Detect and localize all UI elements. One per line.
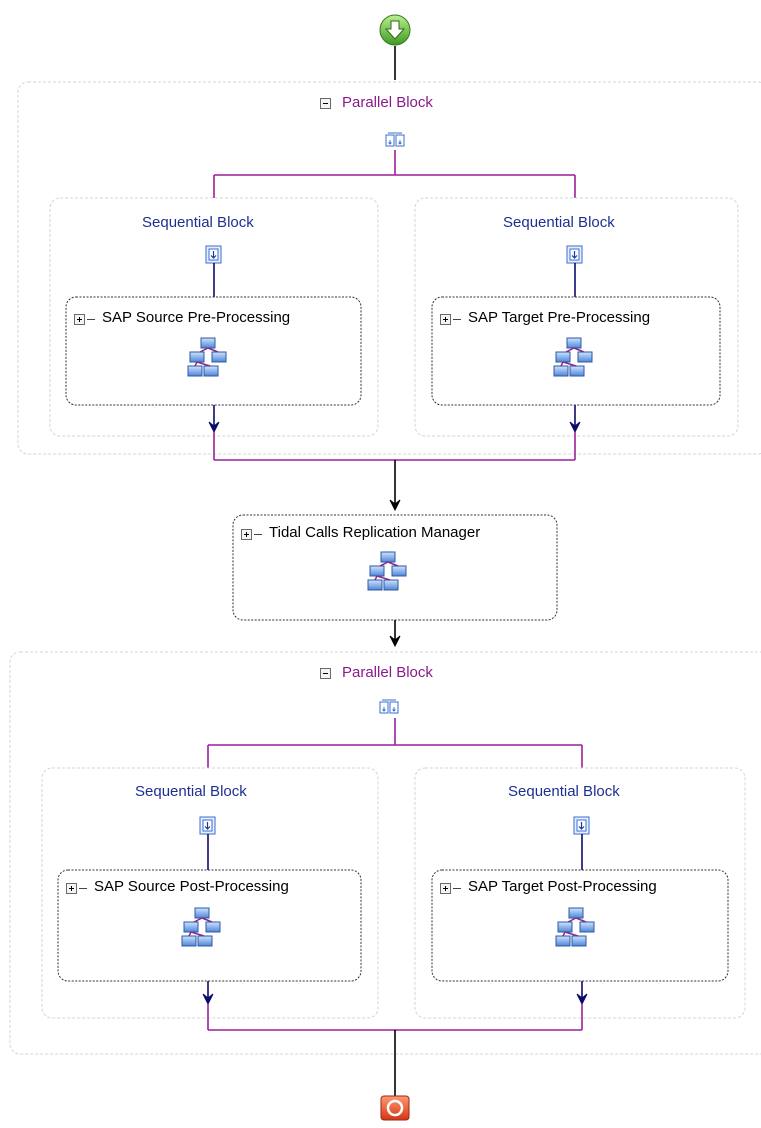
parallel-block-2-container	[9, 651, 761, 1055]
parallel-block-1-label: Parallel Block	[342, 94, 433, 111]
activity-sap-source-post-expand-button[interactable]	[66, 883, 77, 894]
arrow-seq1	[208, 421, 220, 434]
parallel-block-1-container	[17, 81, 761, 455]
activity-tidal-calls-label: Tidal Calls Replication Manager	[269, 524, 481, 541]
start-arrow-glyph	[384, 20, 406, 40]
sequential-block-2-container	[414, 197, 739, 437]
parallel-block-2-icon	[379, 699, 399, 714]
activity-sap-target-pre[interactable]	[431, 296, 721, 406]
sequential-block-4-label: Sequential Block	[508, 783, 620, 800]
activity-connector-dash	[87, 319, 95, 320]
arrow-seq3	[202, 993, 214, 1006]
stop-icon	[380, 1095, 410, 1121]
activity-connector-dash	[453, 888, 461, 889]
parallel-block-2-collapse-button[interactable]	[320, 668, 331, 679]
sequential-block-1-label: Sequential Block	[142, 214, 254, 231]
sequential-block-4-container	[414, 767, 746, 1019]
stop-icon-ring	[386, 1099, 404, 1117]
activity-sap-target-pre-label: SAP Target Pre-Processing	[468, 309, 651, 326]
parallel-block-2-label: Parallel Block	[342, 664, 433, 681]
sequential-block-2-icon	[566, 245, 583, 264]
parallel-block-1-icon	[385, 132, 405, 147]
sequential-block-3-icon	[199, 816, 216, 835]
activity-sap-source-post-label: SAP Source Post-Processing	[94, 878, 289, 895]
activity-sap-target-post-expand-button[interactable]	[440, 883, 451, 894]
activity-tidal-calls-expand-button[interactable]	[241, 529, 252, 540]
sequential-block-4-icon	[573, 816, 590, 835]
sequential-block-3-label: Sequential Block	[135, 783, 247, 800]
sequential-block-1-icon	[205, 245, 222, 264]
activity-sap-source-pre-label: SAP Source Pre-Processing	[102, 309, 291, 326]
arrow-to-middle	[389, 499, 401, 512]
activity-sap-target-pre-expand-button[interactable]	[440, 314, 451, 325]
activity-connector-dash	[453, 319, 461, 320]
activity-connector-dash	[254, 534, 262, 535]
sequential-block-2-label: Sequential Block	[503, 214, 615, 231]
arrow-to-par2	[389, 635, 401, 648]
activity-connector-dash	[79, 888, 87, 889]
arrow-seq2	[569, 421, 581, 434]
parallel-block-1-collapse-button[interactable]	[320, 98, 331, 109]
sequential-block-3-container	[41, 767, 379, 1019]
arrow-seq4	[576, 993, 588, 1006]
activity-sap-source-pre-expand-button[interactable]	[74, 314, 85, 325]
activity-sap-target-post-label: SAP Target Post-Processing	[468, 878, 657, 895]
